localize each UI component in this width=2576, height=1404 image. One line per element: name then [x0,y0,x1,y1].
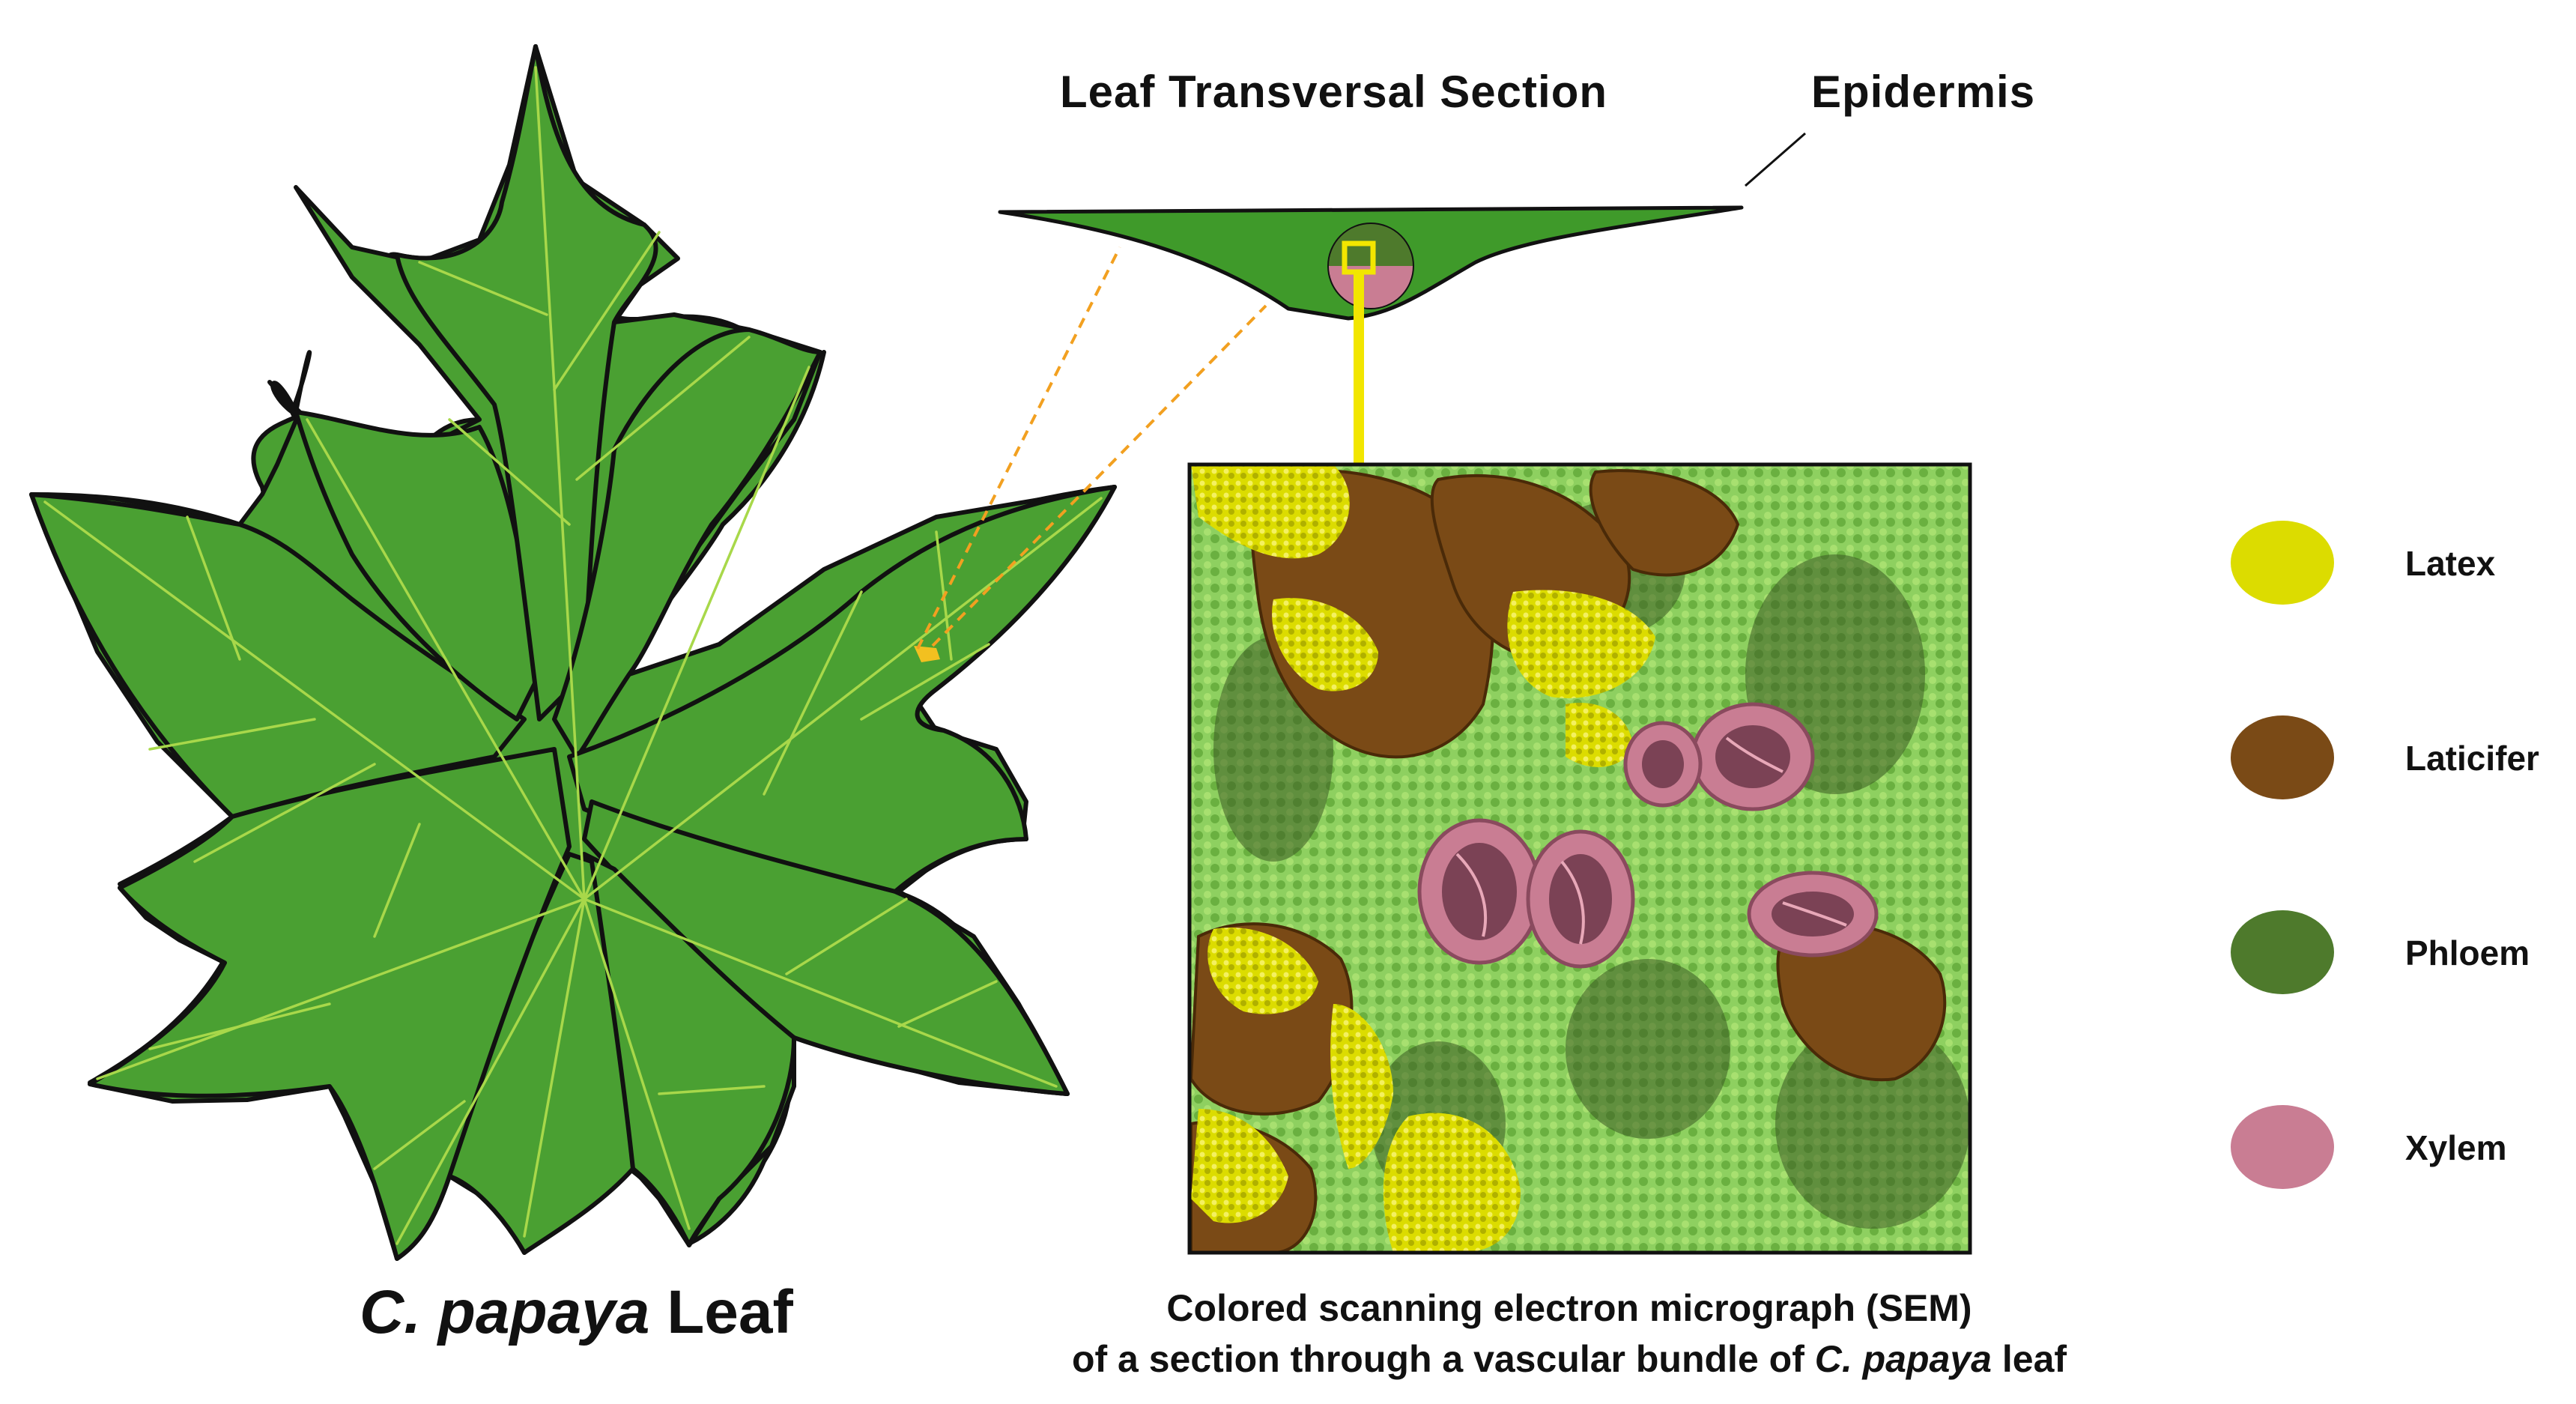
sem-caption: Colored scanning electron micrograph (SE… [940,1283,2198,1385]
legend-label-xylem: Xylem [2405,1128,2507,1167]
papaya-leaf-illustration [29,44,1117,1261]
legend-item-xylem: Xylem [2231,1105,2575,1195]
leaf-lobe-upper-right [552,327,822,759]
legend-item-latex: Latex [2231,521,2575,611]
leaf-caption-species: C. papaya [360,1278,650,1346]
legend-swatch-latex [2231,521,2334,605]
legend-label-latex: Latex [2405,544,2496,583]
sem-frame [1187,462,1972,1255]
legend-item-phloem: Phloem [2231,910,2575,1000]
sem-caption-species: C. papaya [1814,1338,1992,1380]
sem-micrograph [1189,465,1970,1253]
legend-item-laticifer: Laticifer [2231,715,2575,805]
sem-caption-line-2: of a section through a vascular bundle o… [940,1334,2198,1385]
sem-latex-regions [1191,465,1655,1253]
section-title: Leaf Transversal Section [1060,67,1607,117]
sem-caption-line-1: Colored scanning electron micrograph (SE… [1166,1287,1972,1329]
legend-label-laticifer: Laticifer [2405,739,2539,778]
leaf-veins [43,66,1103,1245]
epidermis-leader-line [1745,132,1806,187]
leaf-lobe-top [395,44,658,721]
epidermis-label: Epidermis [1811,67,2036,117]
transversal-section [998,132,1806,321]
legend-swatch-xylem [2231,1105,2334,1189]
legend-label-phloem: Phloem [2405,934,2530,972]
leaf-caption: C. papaya Leaf [360,1277,793,1348]
guide-lines [916,246,1267,650]
bundle-xylem [1328,266,1413,309]
legend-swatch-phloem [2231,910,2334,994]
leaf-caption-word: Leaf [667,1278,793,1346]
sem-caption-prefix: of a section through a vascular bundle o… [1071,1338,1804,1380]
sample-marker [914,646,940,662]
vascular-bundle [1327,223,1414,309]
sem-caption-suffix: leaf [2001,1338,2067,1380]
legend-swatch-laticifer [2231,715,2334,799]
